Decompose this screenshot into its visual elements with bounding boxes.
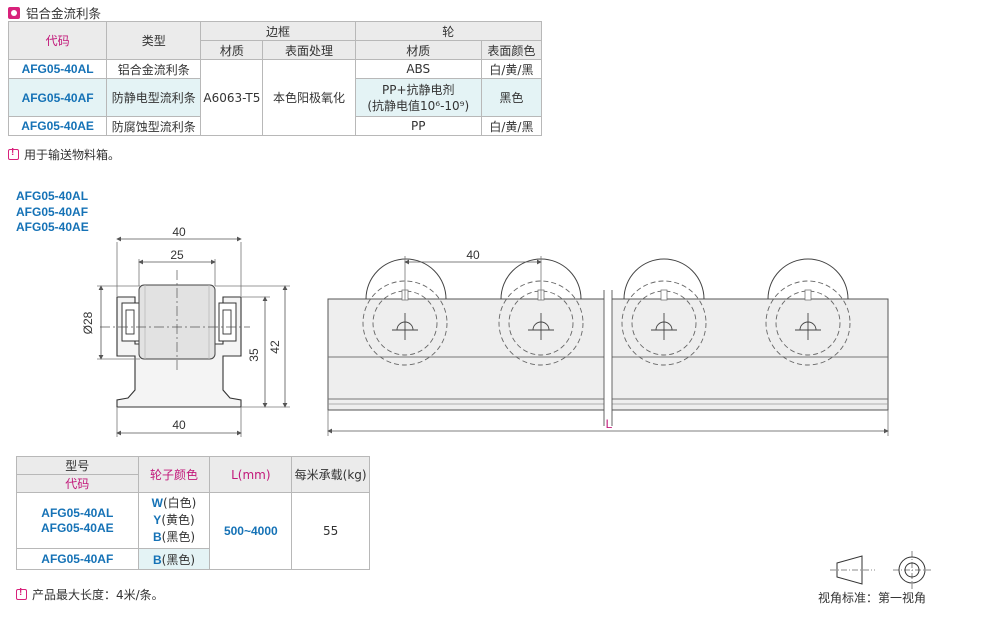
color-letter: W bbox=[151, 496, 163, 510]
section-title: 铝合金流利条 bbox=[8, 3, 101, 22]
usage-note-text: 用于输送物料箱。 bbox=[24, 148, 121, 162]
wheel-material-line2: (抗静电值10⁶-10⁹) bbox=[367, 98, 470, 113]
frame-surface: 本色阳极氧化 bbox=[262, 59, 356, 136]
load-header-code: 代码 bbox=[16, 474, 139, 493]
load-value: 55 bbox=[291, 492, 370, 570]
color-name: (黑色) bbox=[161, 552, 196, 567]
dim-length: L bbox=[606, 417, 613, 431]
row-type: 防腐蚀型流利条 bbox=[106, 116, 202, 136]
color-name: (黄色) bbox=[161, 513, 195, 527]
side-view: 40 L bbox=[327, 248, 889, 436]
row-codes: AFG05-40AL AFG05-40AE bbox=[16, 492, 139, 549]
row-code: AFG05-40AL bbox=[41, 505, 114, 520]
load-header-load: 每米承载(kg) bbox=[291, 456, 370, 493]
row-code: AFG05-40AE bbox=[40, 520, 114, 535]
table-row: AFG05-40AE 防腐蚀型流利条 PP 白/黄/黑 bbox=[7, 116, 543, 136]
table-row: AFG05-40AL AFG05-40AE W(白色) Y(黄色) B(黑色) … bbox=[16, 492, 370, 570]
load-header-model: 型号 bbox=[16, 456, 139, 475]
dim-h42: 42 bbox=[268, 340, 282, 354]
warning-icon bbox=[16, 587, 27, 600]
row-type: 铝合金流利条 bbox=[106, 59, 202, 79]
wheel-color-black: B(黑色) bbox=[137, 548, 211, 570]
spec-header-frame-surface: 表面处理 bbox=[262, 40, 356, 60]
color-letter: B bbox=[152, 530, 162, 544]
wheel bbox=[765, 258, 851, 366]
dim-pitch: 40 bbox=[466, 248, 480, 262]
spec-table: 代码 类型 边框 轮 材质 表面处理 材质 表面颜色 AFG05-40AL 铝合… bbox=[7, 21, 543, 136]
dim-diameter: Ø28 bbox=[81, 311, 95, 334]
row-wheel-color: 黑色 bbox=[480, 78, 543, 117]
warning-icon bbox=[8, 147, 19, 160]
load-header-length: L(mm) bbox=[209, 456, 293, 493]
wheel-material-line1: PP+抗静电剂 bbox=[381, 82, 455, 97]
dim-inner-width: 25 bbox=[170, 248, 184, 262]
load-header-color: 轮子颜色 bbox=[137, 456, 211, 493]
load-table: 型号 轮子颜色 L(mm) 每米承载(kg) 代码 AFG05-40AL AFG… bbox=[16, 456, 370, 570]
section-bullet-icon bbox=[8, 6, 20, 19]
drawing-code: AFG05-40AF bbox=[16, 204, 89, 219]
table-row: AFG05-40AF B(黑色) bbox=[16, 548, 370, 570]
spec-header-wheel-color: 表面颜色 bbox=[480, 40, 543, 60]
drawing-code: AFG05-40AL bbox=[16, 189, 89, 203]
dim-top-width: 40 bbox=[172, 225, 186, 239]
color-letter: Y bbox=[153, 513, 162, 527]
color-letter: B bbox=[152, 552, 162, 567]
length-range: 500~4000 bbox=[209, 492, 293, 570]
row-wheel-material: PP+抗静电剂 (抗静电值10⁶-10⁹) bbox=[354, 78, 482, 117]
spec-header-code: 代码 bbox=[7, 21, 108, 60]
max-length-note: 产品最大长度：4米/条。 bbox=[16, 586, 164, 603]
drawing-code: AFG05-40AE bbox=[16, 220, 89, 234]
cross-section-view: 40 25 Ø28 35 42 bbox=[81, 225, 290, 437]
row-code: AFG05-40AF bbox=[16, 548, 139, 570]
dim-bottom-width: 40 bbox=[172, 418, 186, 432]
spec-header-frame-material: 材质 bbox=[200, 40, 264, 60]
section-title-text: 铝合金流利条 bbox=[26, 6, 102, 21]
usage-note: 用于输送物料箱。 bbox=[8, 146, 120, 163]
table-row: AFG05-40AL 铝合金流利条 A6063-T5 本色阳极氧化 ABS 白/… bbox=[7, 59, 543, 136]
color-name: (白色) bbox=[162, 496, 197, 510]
wheel-color-options: W(白色) Y(黄色) B(黑色) bbox=[137, 492, 211, 549]
projection-label: 视角标准：第一视角 bbox=[818, 591, 927, 605]
row-wheel-color: 白/黄/黑 bbox=[480, 116, 543, 136]
dim-h35: 35 bbox=[247, 348, 261, 362]
drawing-codes: AFG05-40AL AFG05-40AF AFG05-40AE bbox=[16, 189, 89, 236]
color-name: (黑色) bbox=[161, 530, 196, 544]
row-code: AFG05-40AE bbox=[7, 116, 108, 136]
max-length-note-text: 产品最大长度：4米/条。 bbox=[32, 588, 164, 602]
row-code: AFG05-40AF bbox=[7, 78, 108, 117]
first-angle-projection-icon bbox=[830, 551, 931, 589]
wheel bbox=[621, 258, 707, 366]
frame-material: A6063-T5 bbox=[200, 59, 264, 136]
